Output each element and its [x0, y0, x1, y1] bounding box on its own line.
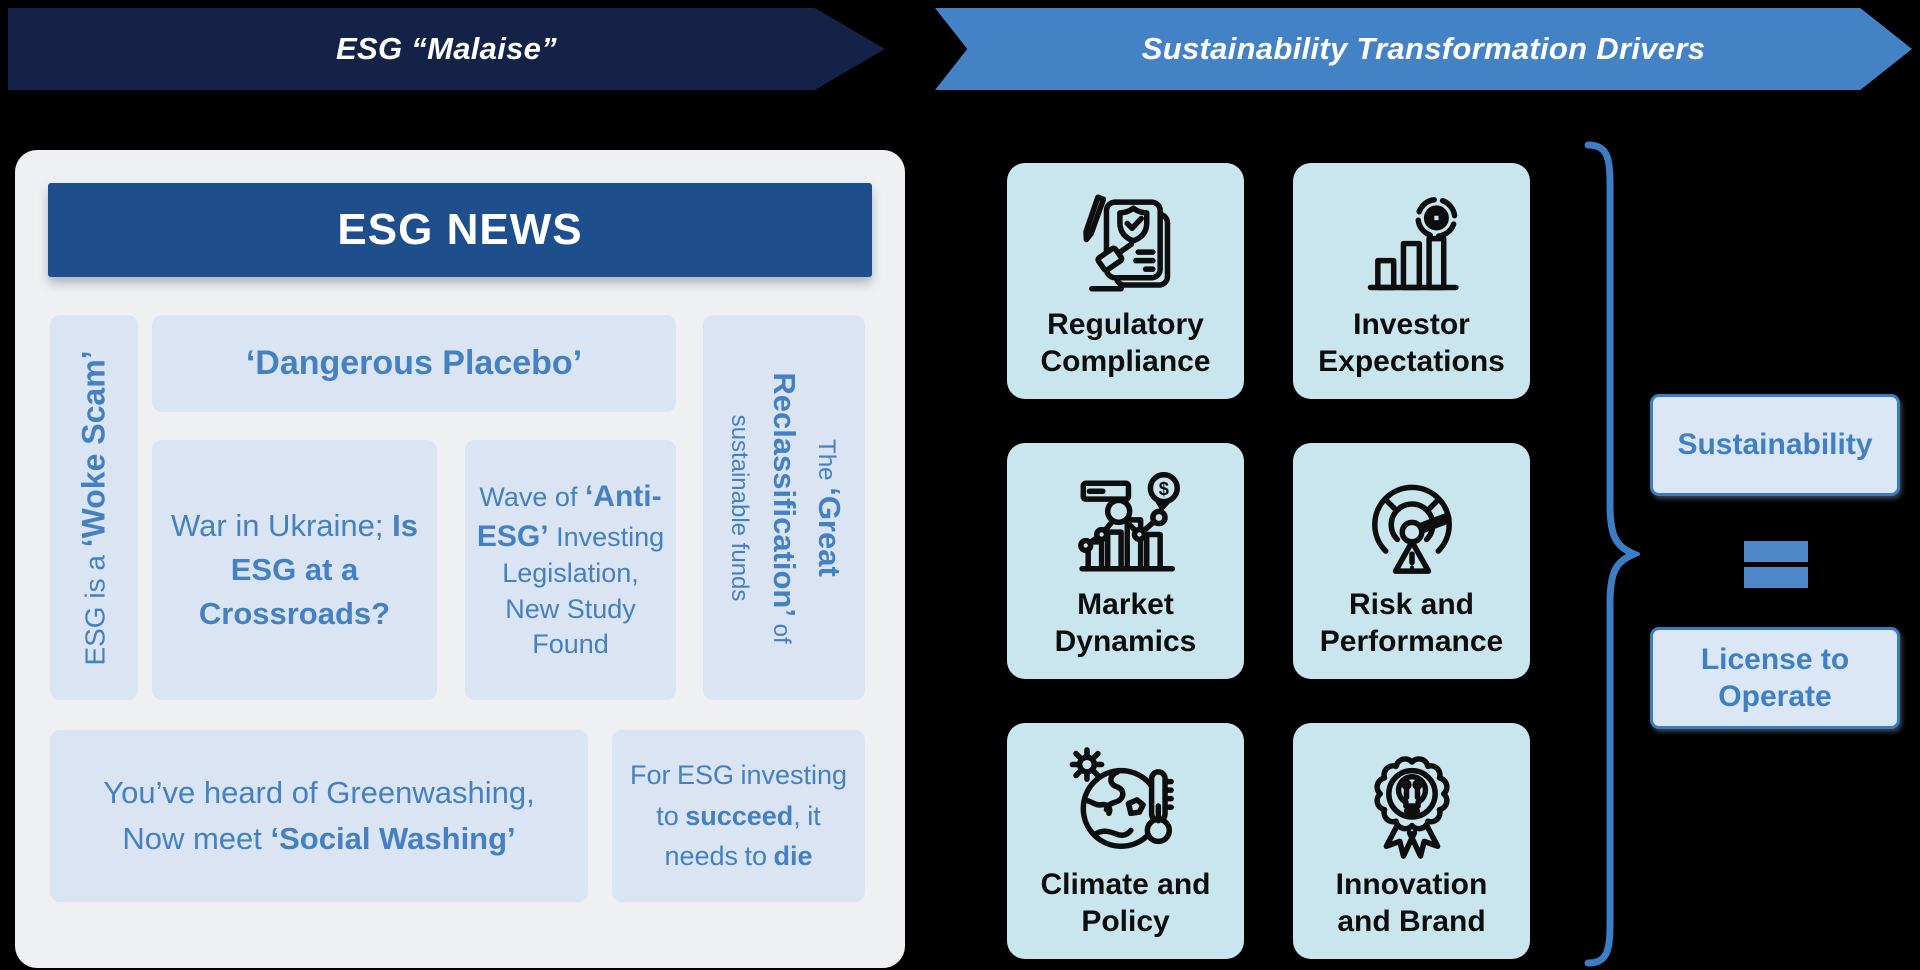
headline-segment: The [813, 438, 840, 487]
driver-tile-label: Market Dynamics [1054, 588, 1197, 659]
headline-segment: ESG is a [79, 546, 111, 666]
headline-segment-bold: die [773, 841, 813, 872]
headline-needs-to-die: For ESG investing to succeed, it needs t… [612, 730, 865, 902]
driver-tile-label: Risk and Performance [1319, 588, 1504, 659]
headline-segment-bold: ‘Dangerous Placebo’ [245, 344, 583, 382]
license-to-operate-label: License to Operate [1700, 642, 1850, 714]
headline-segment-bold: ‘Woke Scam’ [75, 349, 112, 547]
regulatory-compliance-icon [1082, 194, 1170, 292]
headline-social-washing: You’ve heard of Greenwashing, Now meet ‘… [50, 730, 588, 902]
driver-tile-innovation-brand: Innovation and Brand [1293, 723, 1530, 959]
esg-malaise-banner-label: ESG “Malaise” [336, 31, 557, 66]
equals-sign [1744, 541, 1808, 588]
headline-woke-scam-text: ESG is a ‘Woke Scam’ [76, 323, 113, 693]
equals-bar-top [1744, 541, 1808, 562]
driver-tile-label: Climate and Policy [1040, 868, 1211, 939]
driver-tile-investor-expectations: Investor Expectations [1293, 163, 1530, 399]
headline-ukraine-text: War in Ukraine; Is ESG at a Crossroads? [164, 504, 425, 636]
driver-tile-risk-performance: Risk and Performance [1293, 443, 1530, 679]
driver-tile-climate-policy: Climate and Policy [1007, 723, 1244, 959]
headline-social-washing-text: You’ve heard of Greenwashing, Now meet ‘… [103, 770, 534, 863]
innovation-brand-icon [1373, 756, 1450, 859]
sustainability-box: Sustainability [1650, 394, 1900, 496]
market-dynamics-icon: $ [1077, 472, 1180, 572]
esg-news-title: ESG NEWS [337, 205, 583, 254]
driver-tile-market-dynamics: $ Market Dynamics [1007, 443, 1244, 679]
equals-bar-bottom [1744, 567, 1808, 588]
headline-anti-esg-text: Wave of ‘Anti-ESG’ Investing Legislation… [475, 477, 666, 663]
headline-segment-bold: ‘Great Reclassification’ [767, 371, 847, 617]
headline-line: Now meet ‘Social Washing’ [103, 816, 534, 863]
headline-ukraine-crossroads: War in Ukraine; Is ESG at a Crossroads? [152, 440, 437, 700]
headline-segment: Now meet [122, 821, 271, 856]
esg-news-card: ESG NEWS ESG is a ‘Woke Scam’ ‘Dangerous… [15, 150, 905, 968]
headline-segment-bold: Is ESG at a Crossroads? [198, 507, 418, 631]
headline-segment-bold: ‘Anti-ESG’ [476, 479, 662, 553]
brace [1584, 141, 1640, 967]
driver-tile-label: Innovation and Brand [1335, 868, 1488, 939]
svg-text:$: $ [1158, 478, 1168, 499]
headline-segment: , it needs to [664, 800, 821, 872]
vertical-text-wrap: The ‘Great Reclassification’ of sustaina… [703, 315, 865, 700]
license-to-operate-box: License to Operate [1650, 627, 1900, 729]
headline-segment: Wave of [479, 481, 585, 512]
headline-segment-bold: ‘Social Washing’ [270, 821, 516, 856]
headline-great-reclassification: The ‘Great Reclassification’ of sustaina… [703, 315, 865, 700]
vertical-text-wrap: ESG is a ‘Woke Scam’ [50, 315, 138, 700]
transformation-drivers-banner-label: Sustainability Transformation Drivers [1141, 31, 1706, 66]
driver-tile-label: Investor Expectations [1318, 308, 1505, 379]
headline-needs-to-die-text: For ESG investing to succeed, it needs t… [620, 755, 857, 877]
headline-segment: You’ve heard of Greenwashing, [103, 774, 535, 810]
transformation-drivers-banner: Sustainability Transformation Drivers [935, 8, 1912, 90]
investor-expectations-icon [1367, 196, 1459, 291]
driver-tile-label: Regulatory Compliance [1040, 308, 1211, 379]
headline-segment-bold: succeed [685, 800, 794, 831]
headline-segment: For ESG investing to [629, 760, 848, 831]
headline-segment: War in Ukraine; [171, 507, 393, 543]
climate-policy-icon [1069, 747, 1174, 850]
driver-tile-regulatory-compliance: Regulatory Compliance [1007, 163, 1244, 399]
esg-malaise-banner: ESG “Malaise” [8, 8, 885, 90]
sustainability-label: Sustainability [1677, 428, 1873, 462]
headline-segment: Investing Legislation, New Study Found [502, 521, 665, 660]
headline-woke-scam: ESG is a ‘Woke Scam’ [50, 315, 138, 700]
risk-performance-icon [1371, 484, 1452, 574]
headline-anti-esg: Wave of ‘Anti-ESG’ Investing Legislation… [465, 440, 676, 700]
headline-dangerous-placebo: ‘Dangerous Placebo’ [152, 315, 676, 412]
headline-reclassification-text: The ‘Great Reclassification’ of sustaina… [718, 324, 850, 692]
esg-news-header: ESG NEWS [48, 183, 872, 277]
